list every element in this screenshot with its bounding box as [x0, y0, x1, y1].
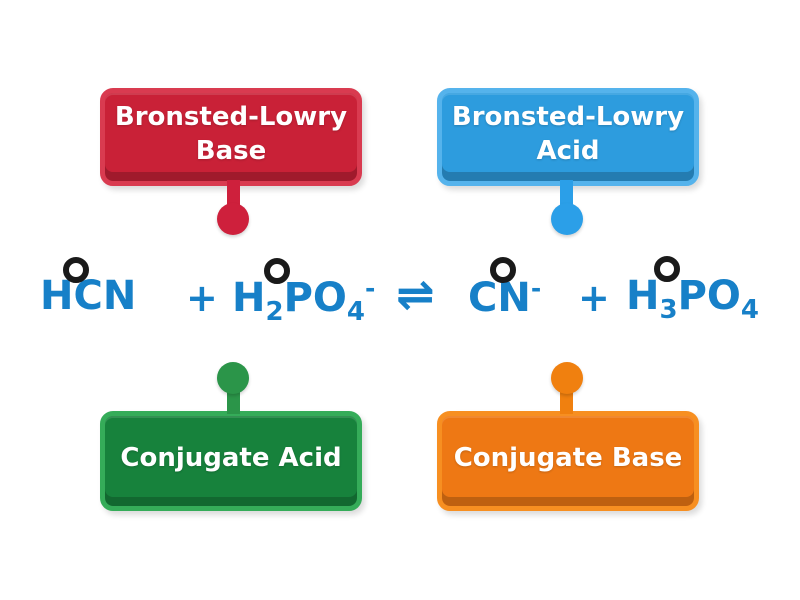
equilibrium-arrow-icon: ⇌ — [396, 267, 435, 321]
pin-circle — [551, 362, 583, 394]
label-text-line1: Conjugate Acid — [120, 442, 342, 473]
label-text-line2: Base — [195, 136, 267, 166]
pin-circle — [217, 362, 249, 394]
formula-subscript: 4 — [740, 295, 759, 325]
pin-circle — [217, 203, 249, 235]
pin-stem — [227, 388, 240, 414]
formula-subscript: 2 — [265, 297, 284, 327]
species-h3po4: H3PO4 — [626, 276, 759, 323]
formula-part: PO — [283, 275, 347, 321]
formula-part: H — [232, 275, 266, 321]
formula-part: CN — [468, 275, 531, 321]
pin-circle — [551, 203, 583, 235]
label-text-line1: Conjugate Base — [453, 442, 683, 473]
target-marker-h2po4[interactable] — [264, 258, 290, 284]
species-h2po4: H2PO4- — [232, 276, 375, 325]
species-hcn: HCN — [40, 273, 137, 319]
formula-subscript: 3 — [659, 295, 678, 325]
formula-part: PO — [677, 273, 741, 319]
target-marker-cn[interactable] — [490, 257, 516, 283]
target-marker-h3po4[interactable] — [654, 256, 680, 282]
formula-charge: - — [530, 274, 542, 303]
formula-part: H — [626, 273, 660, 319]
label-text-line1: Bronsted-Lowry — [451, 101, 685, 132]
plus-sign-1: + — [186, 276, 218, 320]
label-conjugate-acid[interactable]: Conjugate Acid — [100, 411, 362, 511]
label-bronsted-lowry-base[interactable]: Bronsted-Lowry Base — [100, 88, 362, 186]
pin-stem — [227, 180, 240, 208]
label-bronsted-lowry-acid[interactable]: Bronsted-Lowry Acid — [437, 88, 699, 186]
species-cn: CN- — [468, 276, 541, 318]
pin-stem — [560, 180, 573, 208]
pin-stem — [560, 388, 573, 414]
plus-sign-2: + — [578, 276, 610, 320]
label-text-line1: Bronsted-Lowry — [114, 101, 348, 132]
target-marker-hcn[interactable] — [63, 257, 89, 283]
label-text-line2: Acid — [536, 136, 600, 166]
formula-subscript: 4 — [346, 297, 365, 327]
formula-charge: - — [365, 274, 376, 303]
